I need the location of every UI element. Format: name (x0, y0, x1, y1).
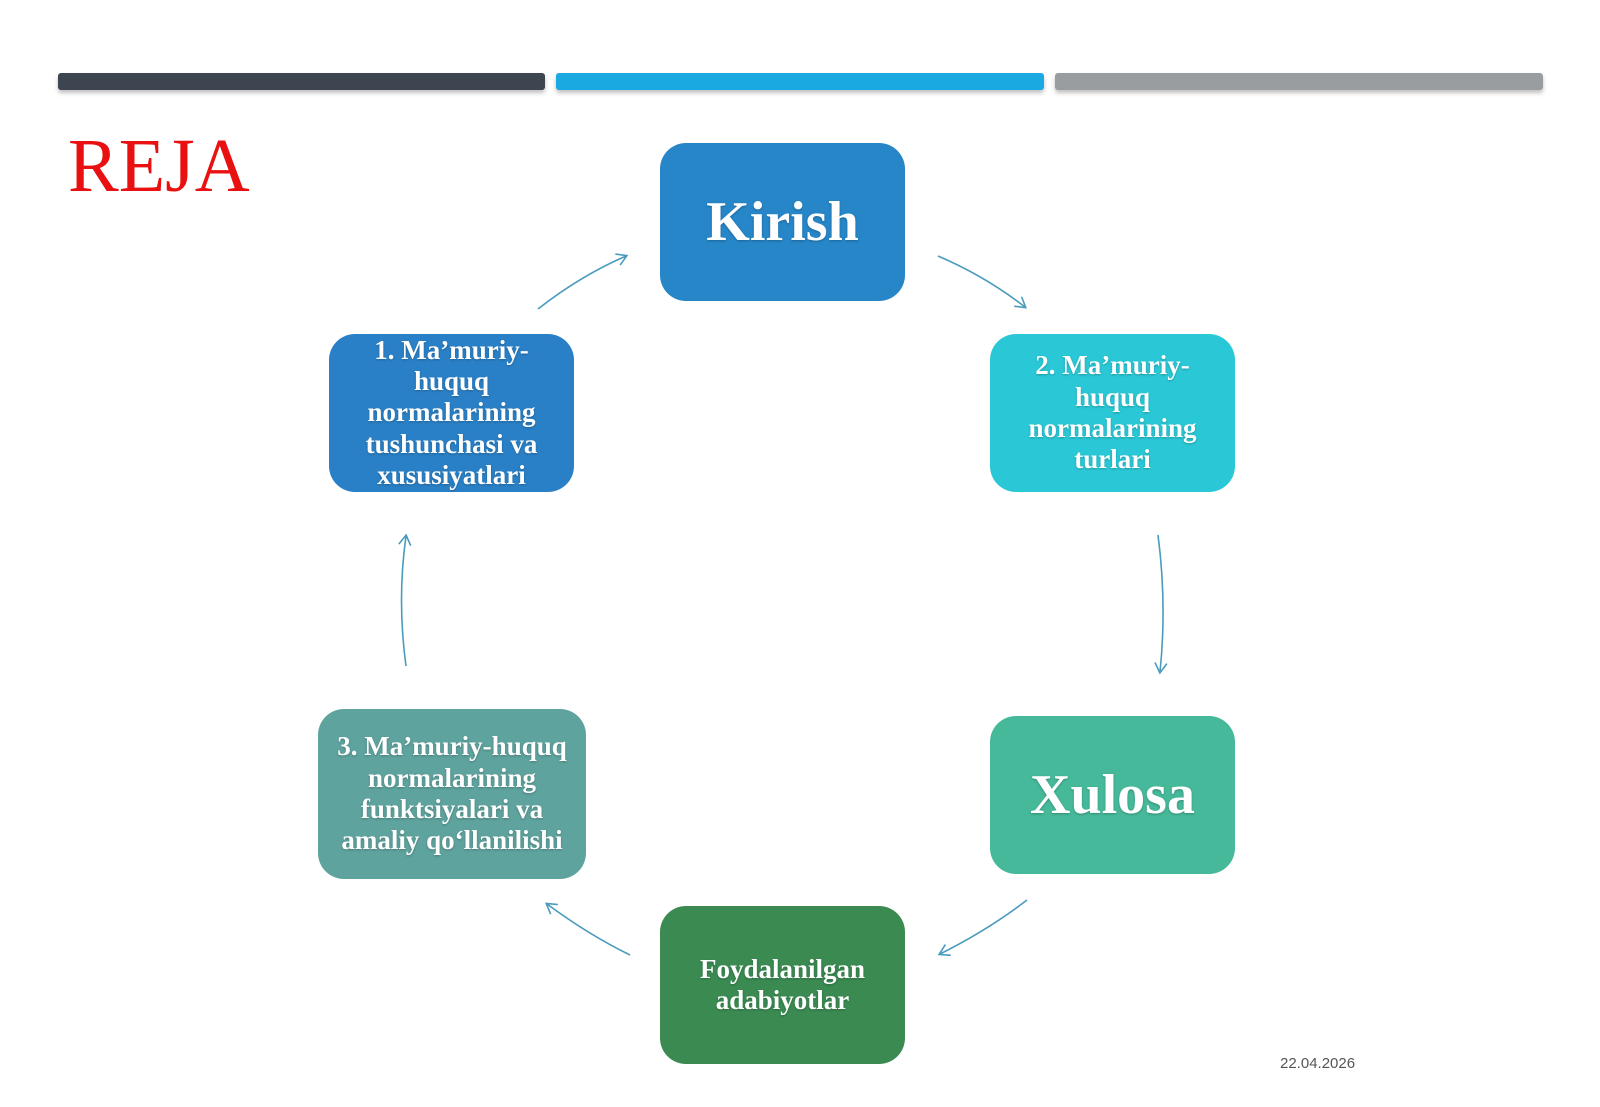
cycle-node-item-1: 1. Ma’muriy-huquq normalarining tushunch… (329, 334, 574, 492)
arrow-item3-to-item1 (398, 533, 412, 667)
cycle-node-kirish: Kirish (660, 143, 905, 301)
cycle-node-xulosa-label: Xulosa (1030, 763, 1195, 826)
cycle-node-xulosa: Xulosa (990, 716, 1235, 874)
arrow-item1-to-kirish (537, 253, 629, 310)
cycle-node-item-3: 3. Ma’muriy-huquq normalarining funktsiy… (318, 709, 586, 879)
slide-date: 22.04.2026 (1280, 1055, 1356, 1072)
header-bar-gray (1055, 73, 1543, 90)
arrow-item2-to-xulosa (1154, 534, 1168, 675)
cycle-node-item-3-label: 3. Ma’muriy-huquq normalarining funktsiy… (337, 731, 567, 856)
cycle-node-kirish-label: Kirish (706, 190, 859, 253)
cycle-node-item-2: 2. Ma’muriy-huquq normalarining turlari (990, 334, 1235, 492)
cycle-node-item-1-label: 1. Ma’muriy-huquq normalarining tushunch… (365, 334, 538, 490)
arrow-kirish-to-item2 (937, 255, 1028, 309)
slide-title: REJA (68, 124, 250, 208)
cycle-node-foydalanilgan-label: Foydalanilgan adabiyotlar (699, 953, 866, 1015)
header-bar-dark (58, 73, 545, 90)
cycle-node-item-2-label: 2. Ma’muriy-huquq normalarining turlari (1028, 350, 1197, 475)
header-bar-blue (556, 73, 1044, 90)
cycle-node-foydalanilgan-adabiyotlar: Foydalanilgan adabiyotlar (660, 906, 905, 1064)
arrow-foyda-to-item3 (544, 902, 631, 956)
arrow-xulosa-to-foyda (937, 899, 1028, 957)
